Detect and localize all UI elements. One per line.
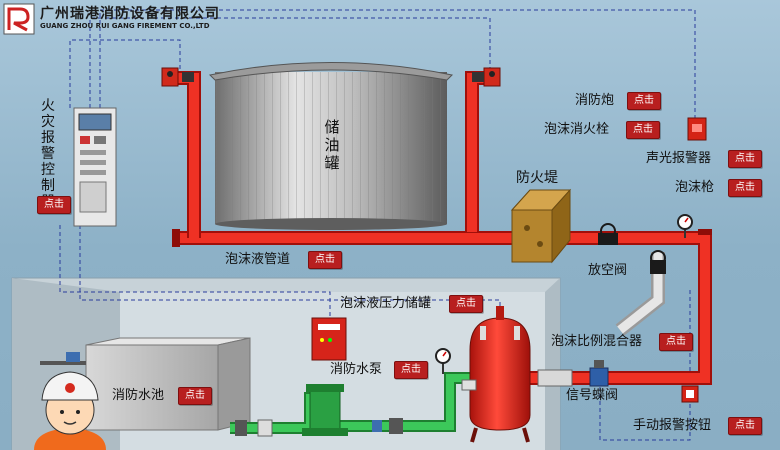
foam-gun-button[interactable]: 点击: [728, 179, 762, 197]
fire-pool-label: 消防水池: [112, 388, 165, 403]
company-name-cn: 广州瑞港消防设备有限公司: [40, 6, 220, 22]
vent-valve[interactable]: [598, 223, 666, 274]
fire-cannon-left[interactable]: [161, 67, 194, 87]
foam-proportioner-button[interactable]: 点击: [659, 333, 693, 351]
sound-light-alarm-button[interactable]: 点击: [728, 150, 762, 168]
signal-butterfly-valve[interactable]: [589, 360, 609, 387]
oil-tank-label: 储油罐: [324, 118, 340, 172]
foam-pressure-tank[interactable]: [461, 306, 531, 443]
fire-pump[interactable]: [302, 384, 348, 436]
foam-gun-label: 泡沫枪: [675, 180, 715, 195]
fire-pool-button[interactable]: 点击: [178, 387, 212, 405]
company-logo-icon: [3, 3, 35, 35]
alarm-controller-label: 火灾报警控制器: [41, 98, 55, 210]
oil-tank: [208, 62, 454, 230]
foam-proportioner-label: 泡沫比例混合器: [551, 334, 643, 349]
pressure-gauge-icon: [435, 214, 693, 374]
fire-cannon-label: 消防炮: [575, 93, 615, 108]
alarm-controller-button[interactable]: 点击: [37, 196, 71, 214]
manual-alarm-button-label: 手动报警按钮: [633, 418, 712, 433]
sound-light-alarm[interactable]: [687, 117, 707, 141]
fire-cannon-button[interactable]: 点击: [627, 92, 661, 110]
signal-butterfly-valve-label: 信号蝶阀: [566, 388, 619, 403]
vent-valve-label: 放空阀: [588, 263, 628, 278]
foam-hydrant-label: 泡沫消火栓: [544, 122, 610, 137]
foam-pressure-tank-label: 泡沫液压力储罐: [340, 296, 432, 311]
foam-pipeline-label: 泡沫液管道: [225, 252, 291, 267]
sound-light-alarm-label: 声光报警器: [646, 151, 712, 166]
manual-alarm-button-button[interactable]: 点击: [728, 417, 762, 435]
fire-pump-button[interactable]: 点击: [394, 361, 428, 379]
manual-alarm-button-device[interactable]: [681, 385, 699, 403]
foam-hydrant-button[interactable]: 点击: [626, 121, 660, 139]
fire-dike: [510, 188, 572, 264]
engineer-avatar-icon: [34, 371, 106, 450]
fire-cannon-right[interactable]: [472, 67, 501, 87]
fire-alarm-controller[interactable]: [73, 107, 117, 227]
fire-water-pool: [40, 337, 251, 431]
foam-pressure-tank-button[interactable]: 点击: [449, 295, 483, 313]
pump-control-box[interactable]: [311, 317, 347, 361]
foam-pipeline-button[interactable]: 点击: [308, 251, 342, 269]
foam-proportioner[interactable]: [537, 369, 573, 387]
company-name-en: GUANG ZHOU RUI GANG FIREMENT CO.,LTD: [40, 22, 210, 30]
fire-pump-label: 消防水泵: [330, 362, 383, 377]
fire-dike-label: 防火堤: [516, 170, 558, 186]
